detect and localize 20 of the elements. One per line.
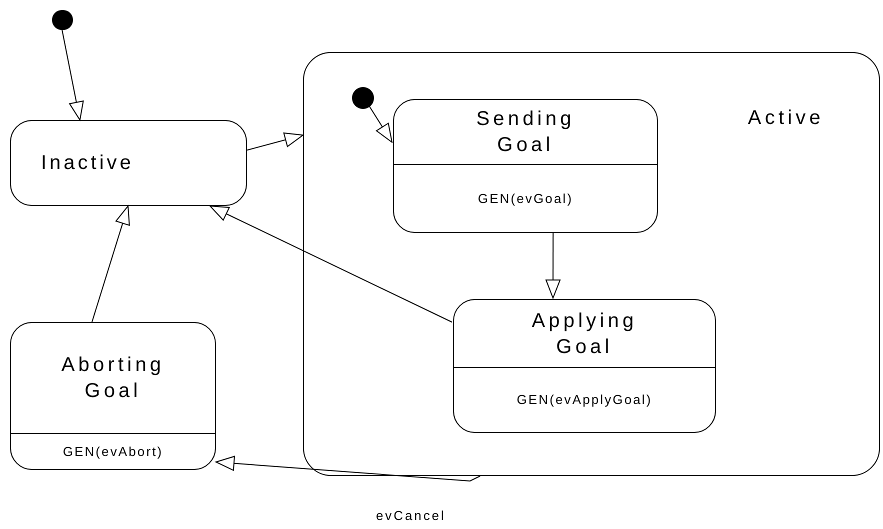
transition-arrow — [216, 456, 481, 482]
transition-arrow — [62, 30, 84, 120]
transition-arrow — [546, 232, 561, 298]
transition-arrow — [210, 206, 452, 323]
composite-state — [303, 52, 880, 476]
state-name: Applying Goal — [530, 308, 638, 360]
entry-action: GEN(evAbort) — [62, 442, 164, 461]
state-box — [10, 120, 247, 206]
entry-action: GEN(evApplyGoal) — [516, 391, 652, 410]
state-box — [10, 322, 216, 470]
transition-arrow — [367, 104, 392, 143]
transition-arrow — [92, 206, 130, 322]
state-box — [393, 99, 658, 233]
transition-arrow — [246, 132, 304, 151]
state-name: Sending Goal — [475, 107, 576, 158]
state-name: Inactive — [41, 151, 134, 176]
state-name: Active — [748, 106, 824, 131]
state-box — [453, 299, 716, 433]
state-name: Aborting Goal — [60, 353, 166, 404]
entry-action: GEN(evGoal) — [478, 190, 574, 208]
